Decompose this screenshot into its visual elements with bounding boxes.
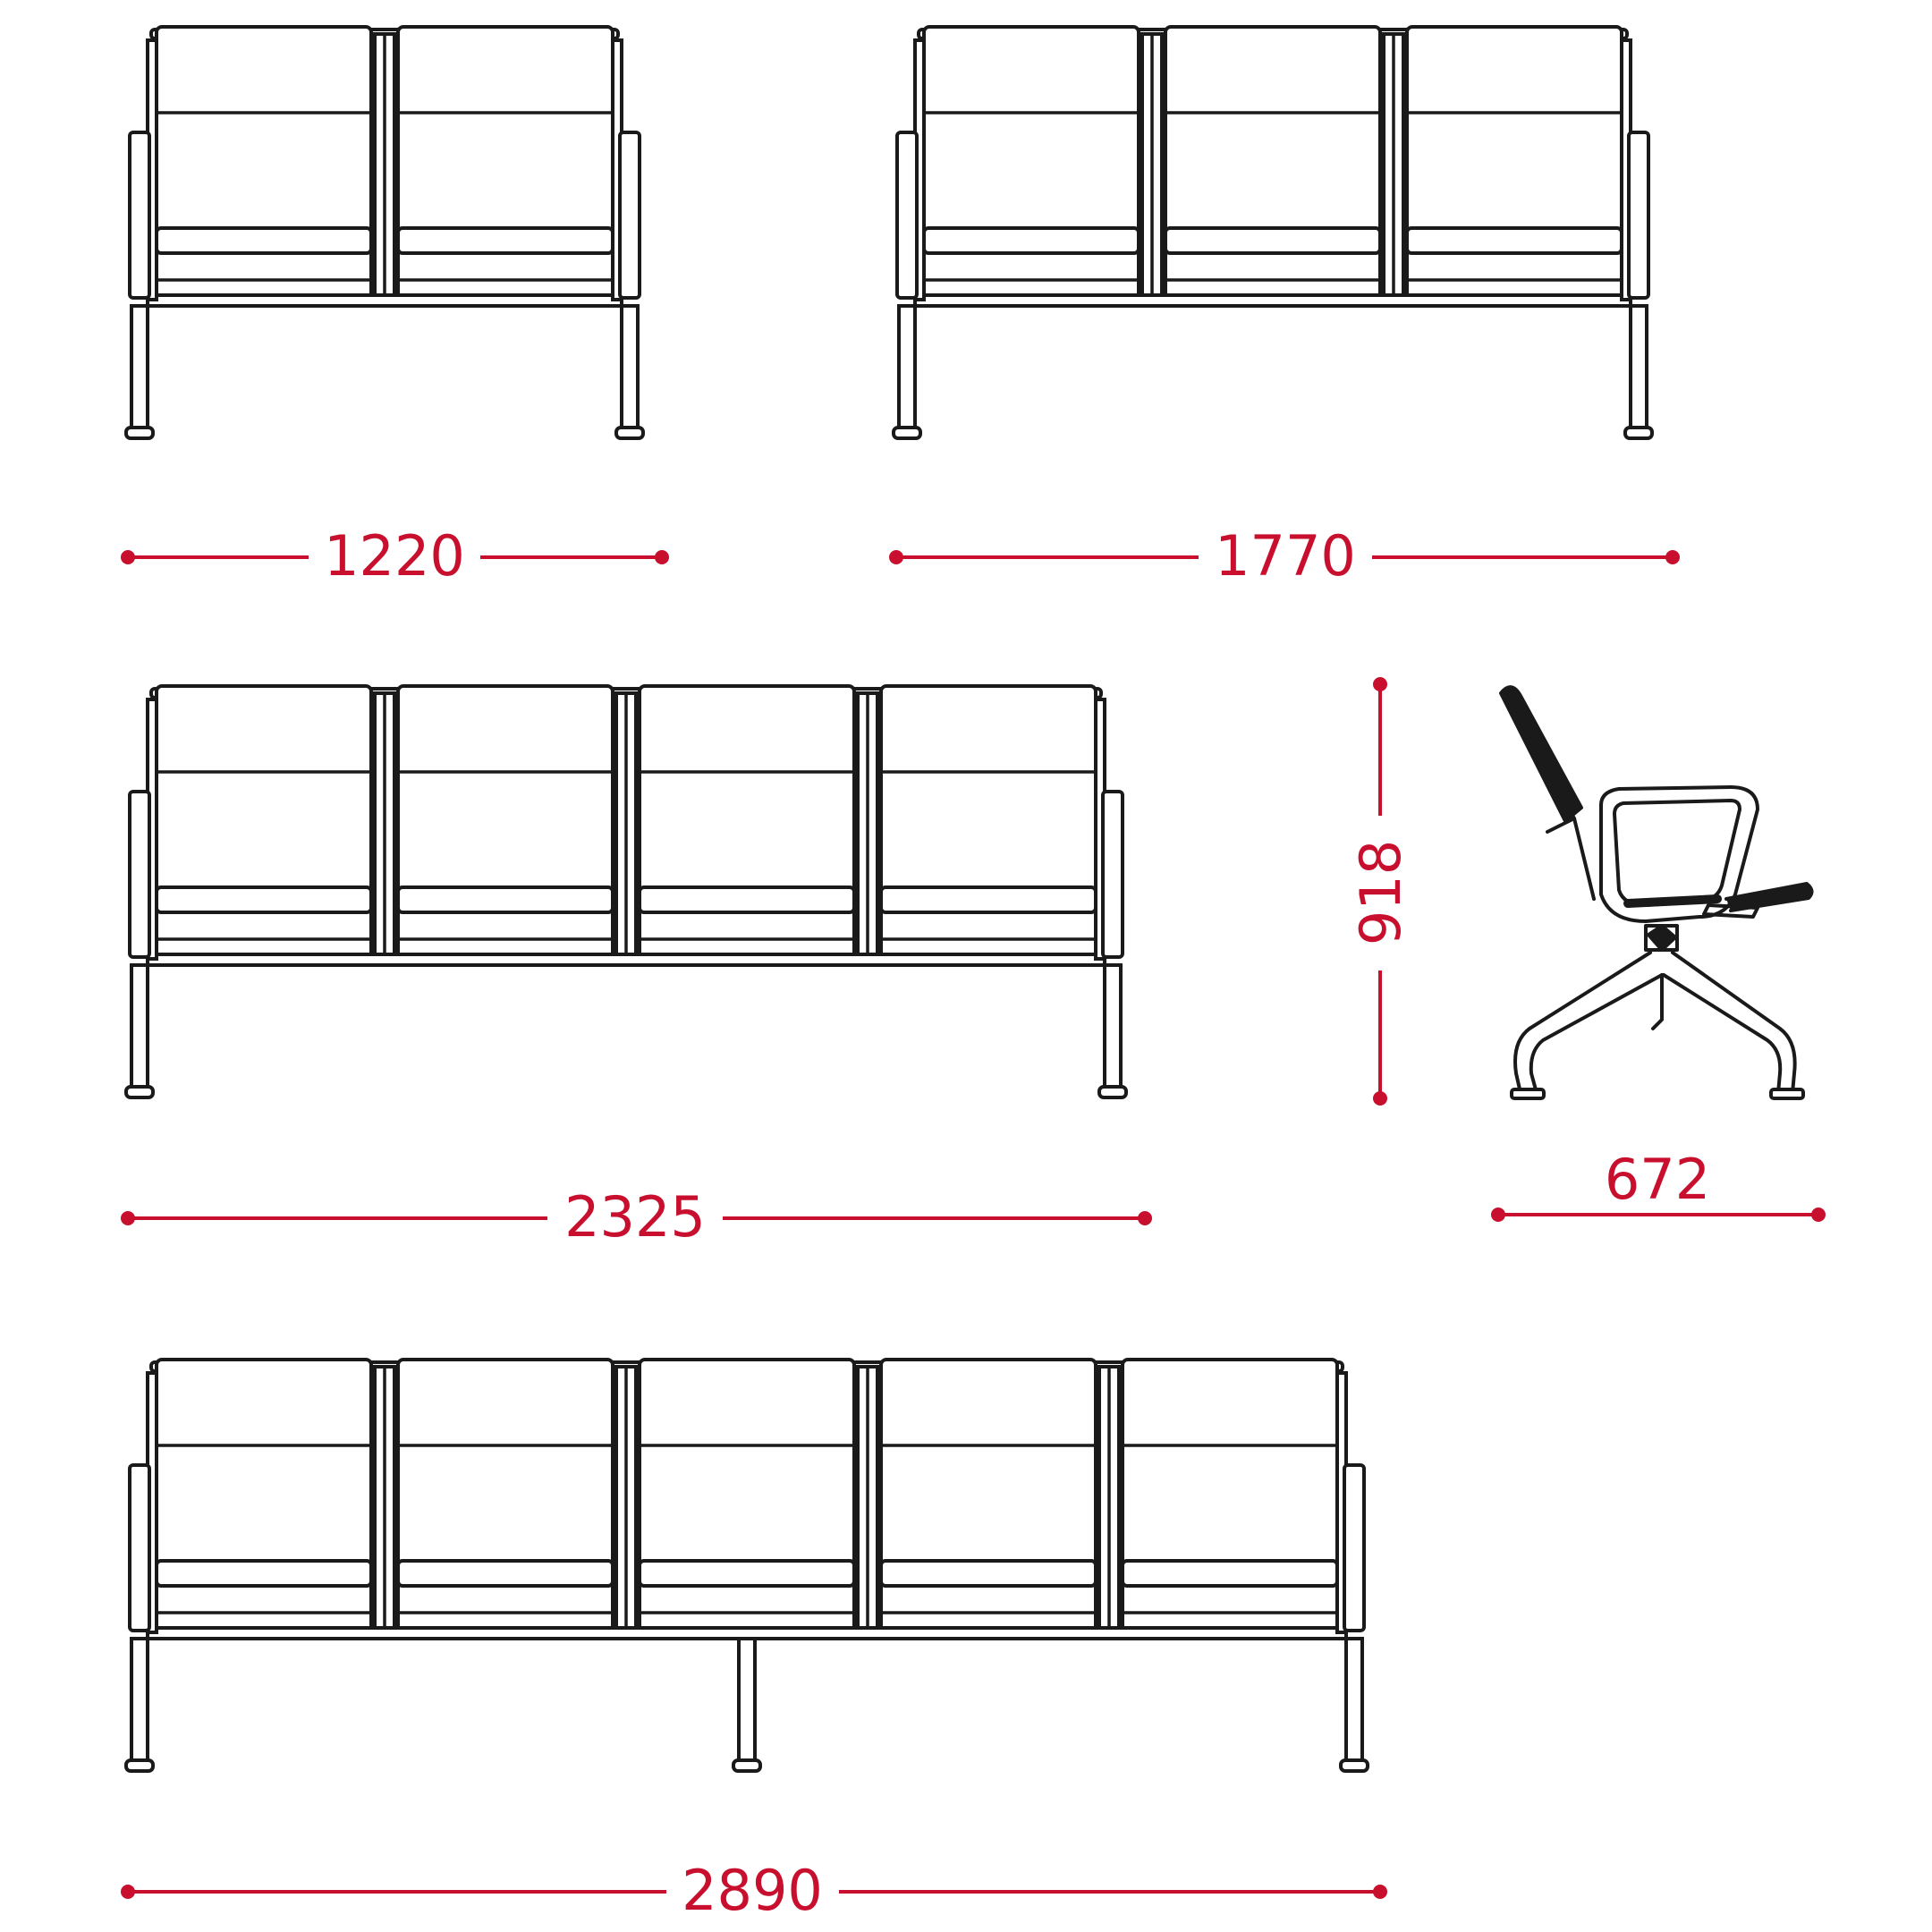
width-label-2-seat: 1220 xyxy=(324,523,465,589)
seat-back xyxy=(396,1358,614,1639)
bench-beam xyxy=(913,293,1632,308)
seat-back xyxy=(1121,1358,1339,1639)
seat-cushion xyxy=(922,226,1140,255)
bench-beam xyxy=(146,293,623,308)
seat-cushion xyxy=(396,1559,614,1588)
seat-cushion xyxy=(155,1559,373,1588)
width-dimension-2-seat: 1220 xyxy=(121,523,669,589)
seat-back xyxy=(155,25,373,306)
foot-right xyxy=(1097,1085,1128,1099)
seat-cushion xyxy=(155,226,373,255)
width-label-5-seat: 2890 xyxy=(682,1858,823,1923)
seat-back xyxy=(638,684,856,965)
seat-back xyxy=(922,25,1140,306)
leg-left xyxy=(130,304,149,431)
leg-right xyxy=(1103,963,1123,1090)
width-label-3-seat: 1770 xyxy=(1215,523,1356,589)
height-dimension: 918 xyxy=(1348,677,1413,1106)
seat-cushion xyxy=(396,886,614,914)
armrest-left xyxy=(128,131,151,300)
side-armrest xyxy=(1724,882,1814,912)
seat-cushion xyxy=(1121,1559,1339,1588)
foot-right xyxy=(1623,426,1654,440)
seat-back xyxy=(155,1358,373,1639)
seat-back xyxy=(638,1358,856,1639)
foot-center xyxy=(732,1758,762,1773)
side-pivot xyxy=(1644,924,1679,952)
seat-cushion xyxy=(1405,226,1623,255)
seat-cushion xyxy=(638,886,856,914)
seat-back xyxy=(155,684,373,965)
armrest-left xyxy=(128,1463,151,1632)
foot-left xyxy=(892,426,922,440)
seat-cushion xyxy=(396,226,614,255)
seat-back xyxy=(879,1358,1097,1639)
seat-back xyxy=(396,25,614,306)
armrest-right xyxy=(1627,131,1650,300)
seat-cushion xyxy=(155,886,373,914)
width-dimension-4-seat: 2325 xyxy=(121,1184,1152,1250)
foot-left xyxy=(124,426,155,440)
depth-dimension: 672 xyxy=(1491,1147,1826,1222)
bench-beam xyxy=(146,953,1106,967)
seat-cushion xyxy=(879,1559,1097,1588)
bench-front-view-4-seat xyxy=(124,684,1128,1099)
armrest-right xyxy=(618,131,641,300)
armrest-left xyxy=(128,790,151,959)
leg-left xyxy=(130,1637,149,1764)
foot-right xyxy=(1339,1758,1369,1773)
seat-cushion xyxy=(879,886,1097,914)
height-label: 918 xyxy=(1348,840,1413,945)
armrest-left xyxy=(895,131,919,300)
leg-center xyxy=(737,1637,757,1764)
bench-front-view-3-seat xyxy=(892,25,1654,440)
seat-back xyxy=(1405,25,1623,306)
seat-back xyxy=(396,684,614,965)
seat-back xyxy=(879,684,1097,965)
leg-left xyxy=(130,963,149,1090)
seat-back xyxy=(1164,25,1382,306)
leg-right xyxy=(620,304,640,431)
width-dimension-5-seat: 2890 xyxy=(121,1858,1387,1923)
bench-front-view-5-seat xyxy=(124,1358,1369,1773)
width-dimension-3-seat: 1770 xyxy=(889,523,1680,589)
leg-left xyxy=(897,304,917,431)
seat-cushion xyxy=(1164,226,1382,255)
side-leg-rear xyxy=(1662,951,1797,1095)
chair-side-view xyxy=(1499,685,1814,1100)
side-seat-frame xyxy=(1599,785,1759,923)
foot-left xyxy=(124,1758,155,1773)
armrest-right xyxy=(1343,1463,1366,1632)
width-label-4-seat: 2325 xyxy=(564,1184,706,1250)
side-leg-front xyxy=(1513,951,1664,1095)
foot-left xyxy=(124,1085,155,1099)
foot-right xyxy=(614,426,645,440)
seat-cushion xyxy=(638,1559,856,1588)
bench-front-view-2-seat xyxy=(124,25,645,440)
leg-right xyxy=(1629,304,1648,431)
depth-label: 672 xyxy=(1605,1147,1710,1212)
armrest-right xyxy=(1101,790,1124,959)
leg-right xyxy=(1344,1637,1364,1764)
